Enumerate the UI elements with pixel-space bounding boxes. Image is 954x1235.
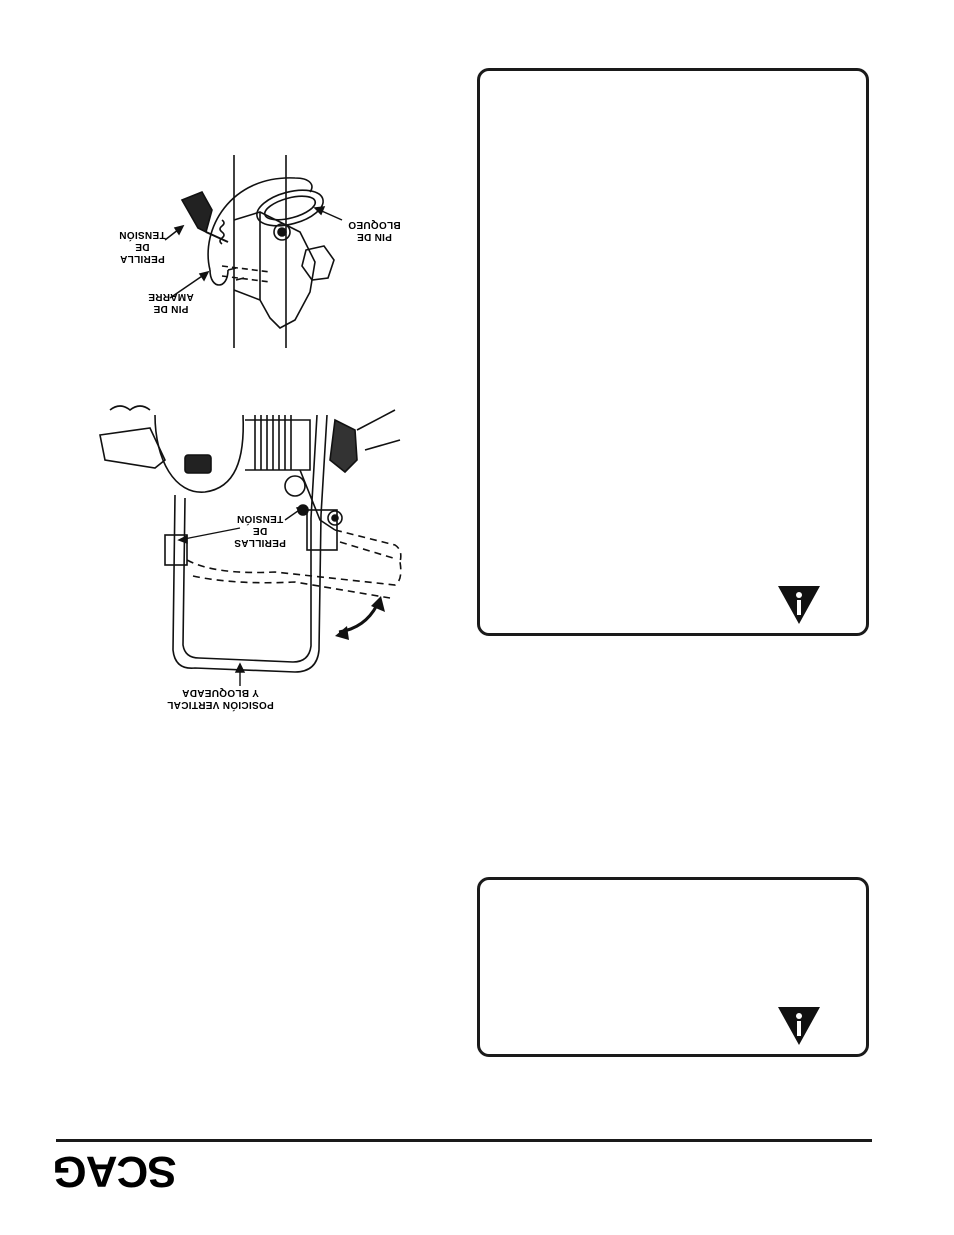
tie-pin-label: PIN DE AMARRE: [148, 291, 194, 314]
warning-box-top: [477, 68, 869, 636]
warning-box-bottom: [477, 877, 869, 1057]
handle-upright-illustration: [99, 405, 402, 686]
footer-rule: [56, 1139, 872, 1142]
lock-pin-label: PIN DE BLOQUEO: [347, 219, 401, 242]
warning-triangle-icon: [778, 1007, 820, 1045]
vertical-locked-label: POSICIÓN VERTICAL Y BLOQUEADA: [166, 687, 274, 710]
warning-triangle-icon: [778, 586, 820, 624]
scag-logo: SCAG: [53, 1147, 177, 1196]
tension-knobs-label: PERILLAS DE TENSIÓN: [234, 513, 286, 548]
pins-closeup-illustration: [164, 155, 343, 348]
tension-knob-label: PERILLA DE TENSIÓN: [118, 229, 166, 264]
